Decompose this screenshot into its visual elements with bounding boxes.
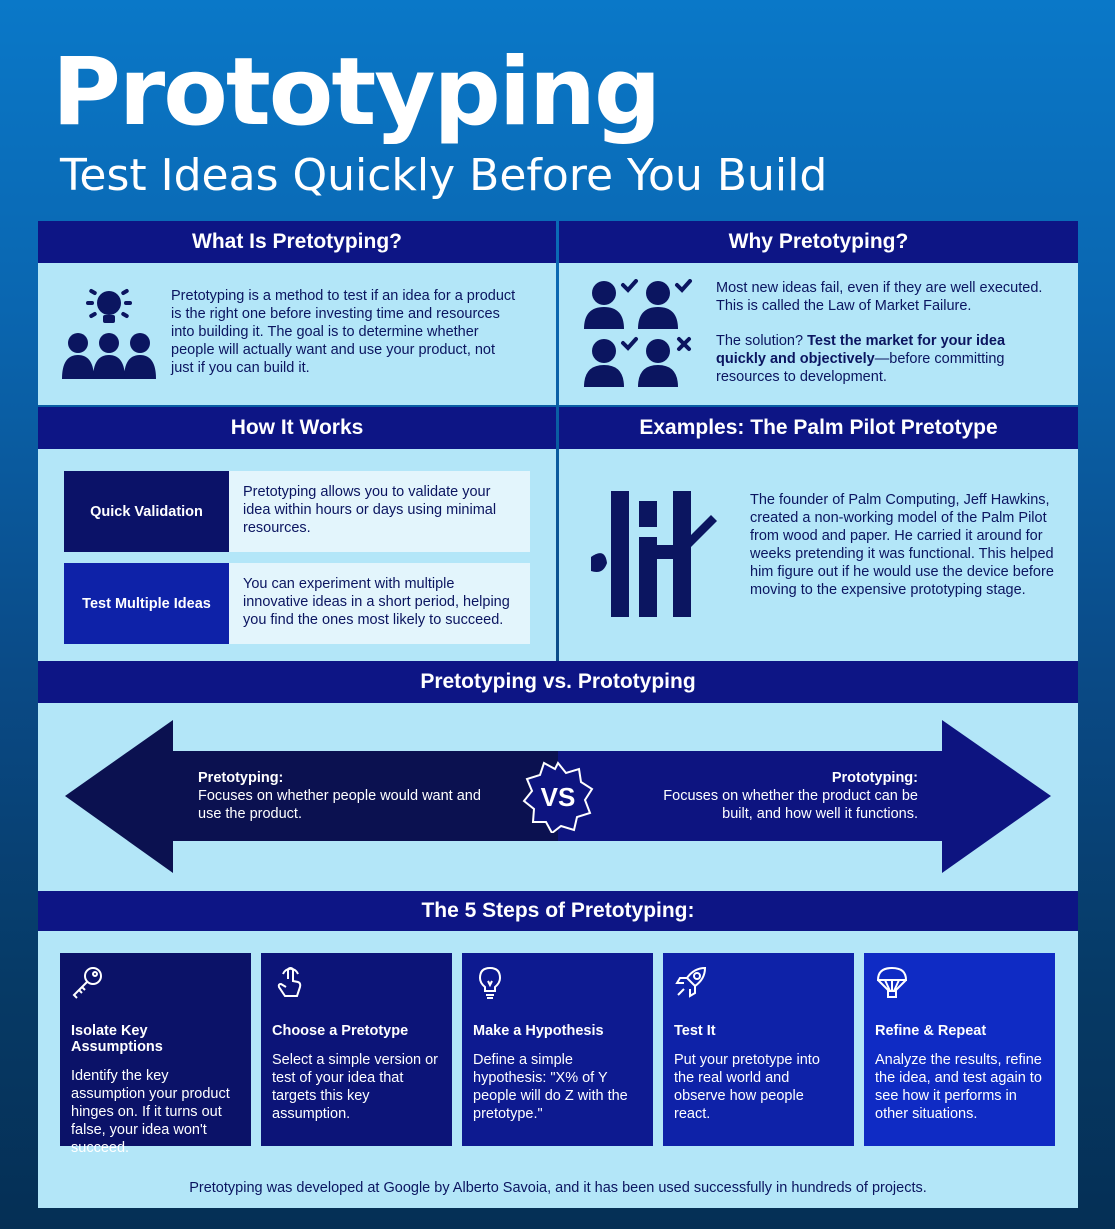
step-title: Isolate Key Assumptions [71,1023,163,1055]
vs-badge: VS [522,761,594,835]
steps-heading: The 5 Steps of Pretotyping: [38,891,1078,931]
versus-right-title: Prototyping: [831,770,918,786]
what-is-text: Pretotyping is a method to test if an id… [171,288,516,376]
lightbulb-icon [473,965,642,1001]
step-card: Refine & Repeat Analyze the results, ref… [864,953,1055,1146]
versus-left: Pretotyping: Focuses on whether people w… [198,769,498,823]
what-is-panel: Pretotyping is a method to test if an id… [38,263,556,405]
examples-heading: Examples: The Palm Pilot Pretotype [559,407,1078,449]
examples-panel: The founder of Palm Computing, Jeff Hawk… [559,449,1078,661]
why-text-2-bold: Test the market for your idea quickly an… [716,333,1006,367]
how-panel: Quick Validation Pretotyping allows you … [38,449,556,661]
step-text: Select a simple version or test of your … [272,1052,439,1122]
step-text: Analyze the results, refine the idea, an… [875,1052,1042,1122]
step-card: Make a Hypothesis Define a simple hypoth… [462,953,653,1146]
tap-hand-icon [272,965,441,1001]
page-title: Prototyping [52,38,661,147]
people-check-icon [584,279,696,391]
why-panel: Most new ideas fail, even if they are we… [559,263,1078,405]
page-subtitle: Test Ideas Quickly Before You Build [60,150,828,201]
how-item-label: Test Multiple Ideas [64,563,229,644]
rocket-icon [674,965,843,1001]
versus-left-text: Focuses on whether people would want and… [198,788,481,822]
how-heading: How It Works [38,407,556,449]
step-title: Refine & Repeat [875,1023,987,1039]
versus-panel: VS Pretotyping: Focuses on whether peopl… [38,703,1078,891]
why-heading: Why Pretotyping? [559,221,1078,263]
parachute-icon [875,965,1044,1001]
step-card: Test It Put your pretotype into the real… [663,953,854,1146]
vs-label: VS [540,781,576,812]
how-item-label: Quick Validation [64,471,229,552]
wood-block-icon [591,491,719,619]
versus-left-title: Pretotyping: [198,770,284,786]
double-arrow-graphic [65,720,1051,873]
examples-text: The founder of Palm Computing, Jeff Hawk… [750,492,1054,598]
what-is-heading: What Is Pretotyping? [38,221,556,263]
how-item-text: You can experiment with multiple innovat… [229,563,530,644]
step-card: Isolate Key Assumptions Identify the key… [60,953,251,1156]
footer-note: Pretotyping was developed at Google by A… [38,1168,1078,1208]
step-text: Define a simple hypothesis: "X% of Y peo… [473,1052,628,1122]
step-text: Put your pretotype into the real world a… [674,1052,820,1122]
why-text-1: Most new ideas fail, even if they are we… [716,280,1043,314]
versus-right-text: Focuses on whether the product can be bu… [663,788,918,822]
versus-right: Prototyping: Focuses on whether the prod… [638,769,918,823]
step-title: Make a Hypothesis [473,1023,604,1039]
versus-heading: Pretotyping vs. Prototyping [38,661,1078,703]
key-icon [71,965,240,1001]
step-text: Identify the key assumption your product… [71,1068,230,1156]
how-item-text: Pretotyping allows you to validate your … [229,471,530,552]
idea-team-icon [62,287,156,383]
why-text-2: The solution? Test the market for your i… [716,333,1006,385]
step-title: Test It [674,1023,716,1039]
step-title: Choose a Pretotype [272,1023,409,1039]
step-card: Choose a Pretotype Select a simple versi… [261,953,452,1146]
